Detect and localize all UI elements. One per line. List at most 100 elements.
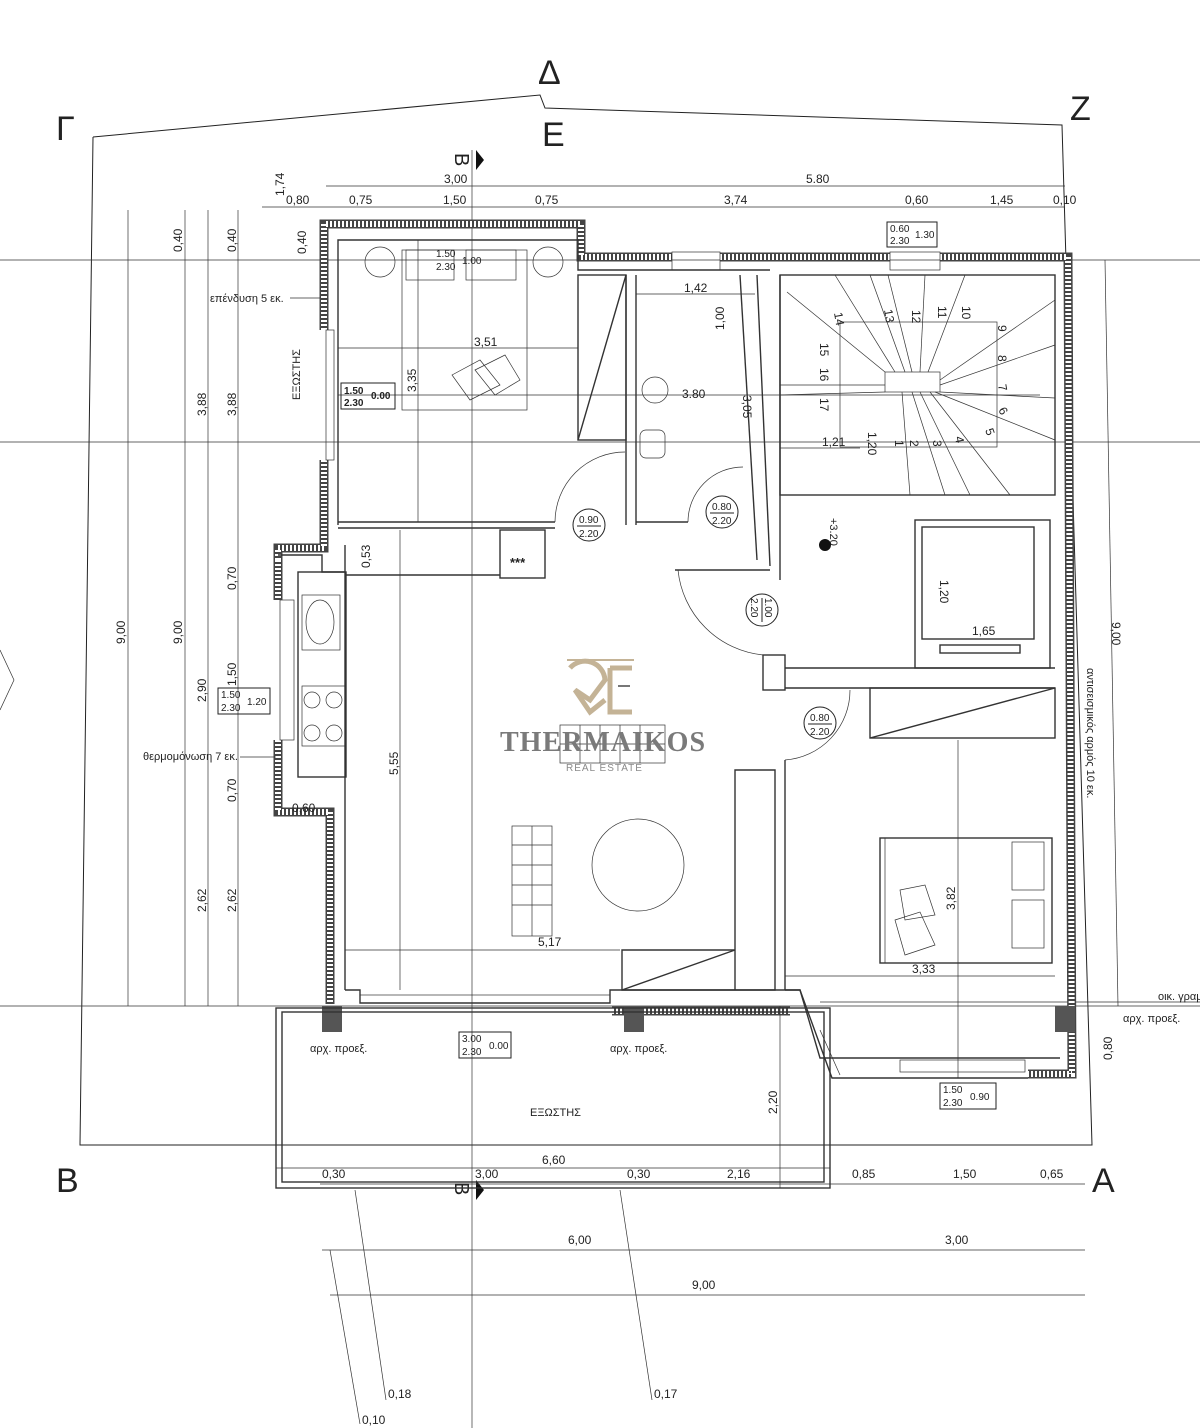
svg-text:0,17: 0,17	[654, 1387, 678, 1401]
svg-text:1.50: 1.50	[943, 1085, 963, 1096]
svg-text:+3.20: +3.20	[827, 518, 839, 546]
svg-text:0,40: 0,40	[171, 228, 185, 252]
svg-text:9,00: 9,00	[171, 620, 185, 644]
dining-table	[591, 818, 685, 912]
svg-text:1.50: 1.50	[221, 690, 241, 701]
svg-text:2: 2	[907, 440, 921, 447]
svg-text:2,90: 2,90	[195, 678, 209, 702]
svg-text:0,85: 0,85	[852, 1167, 876, 1181]
svg-text:REAL ESTATE: REAL ESTATE	[566, 763, 643, 774]
svg-text:1: 1	[892, 440, 906, 447]
svg-text:3,88: 3,88	[195, 392, 209, 416]
svg-text:7: 7	[995, 383, 1010, 392]
svg-text:2.30: 2.30	[344, 398, 364, 409]
svg-text:5,55: 5,55	[387, 751, 401, 775]
svg-text:3,51: 3,51	[474, 335, 498, 349]
svg-text:2,16: 2,16	[727, 1167, 751, 1181]
svg-text:2.30: 2.30	[890, 236, 910, 247]
svg-text:αρχ. προεξ.: αρχ. προεξ.	[610, 1043, 667, 1055]
svg-text:0,80: 0,80	[1101, 1036, 1115, 1060]
svg-text:επένδυση 5 εκ.: επένδυση 5 εκ.	[210, 293, 284, 305]
svg-text:***: ***	[510, 555, 526, 570]
section-marker-bottom: Β	[450, 1180, 484, 1200]
window-tag-stairs: 0.602.301.30	[886, 221, 938, 248]
svg-text:11: 11	[935, 306, 949, 319]
bottom-dimensions: 0,30 3,00 0,30 2,16 0,85 1,50 0,65 6,00 …	[320, 1167, 1085, 1427]
svg-text:αρχ. προεξ.: αρχ. προεξ.	[310, 1043, 367, 1055]
svg-text:0,10: 0,10	[362, 1413, 386, 1427]
svg-text:4: 4	[952, 435, 967, 444]
svg-text:οικ. γραμ: οικ. γραμ	[1158, 991, 1200, 1003]
svg-text:13: 13	[881, 308, 897, 324]
svg-text:3,00: 3,00	[475, 1167, 499, 1181]
svg-text:9: 9	[995, 325, 1009, 332]
svg-text:2.30: 2.30	[943, 1098, 963, 1109]
svg-text:0,10: 0,10	[1053, 193, 1077, 207]
svg-text:1,20: 1,20	[937, 580, 951, 604]
svg-text:αρχ. προεξ.: αρχ. προεξ.	[1123, 1013, 1180, 1025]
svg-text:0,70: 0,70	[225, 566, 239, 590]
svg-text:Β: Β	[450, 153, 472, 166]
svg-text:0,60: 0,60	[292, 801, 316, 815]
svg-text:1,21: 1,21	[822, 435, 846, 449]
svg-text:0,30: 0,30	[627, 1167, 651, 1181]
door-tag-bedroom2: 0.802.20	[803, 706, 837, 740]
svg-text:1.20: 1.20	[247, 697, 267, 708]
interior-dimensions: 1,42 1,00 3,51 3,35 3.80 3,05 1,21 1,20 …	[276, 240, 1123, 1188]
svg-text:3,00: 3,00	[444, 172, 468, 186]
logo-monogram-icon	[567, 658, 634, 716]
window-tag-bedroom2: 1.50 2.30 0.90	[939, 1082, 997, 1110]
svg-text:0,40: 0,40	[225, 228, 239, 252]
svg-text:2.20: 2.20	[712, 516, 732, 527]
svg-text:0,60: 0,60	[905, 193, 929, 207]
svg-text:0.90: 0.90	[970, 1092, 990, 1103]
svg-text:0,30: 0,30	[322, 1167, 346, 1181]
svg-text:3.00: 3.00	[462, 1034, 482, 1045]
svg-text:2,20: 2,20	[766, 1090, 780, 1114]
svg-text:1.50: 1.50	[436, 249, 456, 260]
door-tag-bath: 0.802.20	[705, 495, 739, 529]
svg-text:3.80: 3.80	[682, 387, 706, 401]
svg-text:2.20: 2.20	[579, 529, 599, 540]
window-tag-bedroom-top: 1.502.301.00	[436, 249, 482, 273]
svg-text:8: 8	[995, 355, 1009, 362]
svg-text:0,18: 0,18	[388, 1387, 412, 1401]
svg-text:5: 5	[982, 426, 998, 437]
svg-text:αντισεισμικός αρμός 10 εκ.: αντισεισμικός αρμός 10 εκ.	[1084, 668, 1096, 798]
corner-delta: Δ	[538, 54, 561, 92]
bed-1	[401, 249, 528, 411]
svg-text:0.00: 0.00	[489, 1041, 509, 1052]
svg-text:3,35: 3,35	[405, 368, 419, 392]
corner-zeta: Ζ	[1070, 90, 1091, 128]
door-swings	[554, 451, 851, 761]
svg-text:1,20: 1,20	[865, 432, 879, 456]
svg-text:0.00: 0.00	[371, 391, 391, 402]
staircase	[779, 274, 1056, 496]
section-marker-top: Β	[450, 150, 484, 170]
svg-text:6,60: 6,60	[542, 1153, 566, 1167]
furniture	[301, 246, 1053, 964]
svg-text:1,00: 1,00	[713, 306, 727, 330]
svg-text:15: 15	[817, 343, 831, 357]
svg-text:ΕΞΩΣΤΗΣ: ΕΞΩΣΤΗΣ	[291, 349, 303, 400]
svg-text:2.30: 2.30	[221, 703, 241, 714]
svg-text:θερμομόνωση 7 εκ.: θερμομόνωση 7 εκ.	[143, 751, 238, 763]
svg-text:0.90: 0.90	[579, 515, 599, 526]
svg-text:0,75: 0,75	[535, 193, 559, 207]
svg-text:3,00: 3,00	[945, 1233, 969, 1247]
svg-text:16: 16	[817, 368, 831, 382]
svg-text:2.30: 2.30	[436, 262, 456, 273]
svg-text:3,88: 3,88	[225, 392, 239, 416]
svg-text:0,40: 0,40	[295, 230, 309, 254]
windows	[279, 251, 1026, 1076]
left-dimensions: 0,40 3,88 3,88 9,00 9,00 0,70 2,90 1,50 …	[114, 210, 239, 1006]
svg-text:1,50: 1,50	[953, 1167, 977, 1181]
svg-text:0,80: 0,80	[286, 193, 310, 207]
svg-text:3,33: 3,33	[912, 962, 936, 976]
window-tag-bedroom-side: 1.502.300.00	[340, 382, 396, 410]
corner-gamma: Γ	[56, 110, 75, 148]
svg-text:14: 14	[831, 311, 847, 327]
bed-2	[884, 837, 1053, 964]
svg-text:THERMAIKOS: THERMAIKOS	[500, 727, 706, 758]
door-tag-bedroom1: 0.90 2.20	[572, 508, 606, 542]
